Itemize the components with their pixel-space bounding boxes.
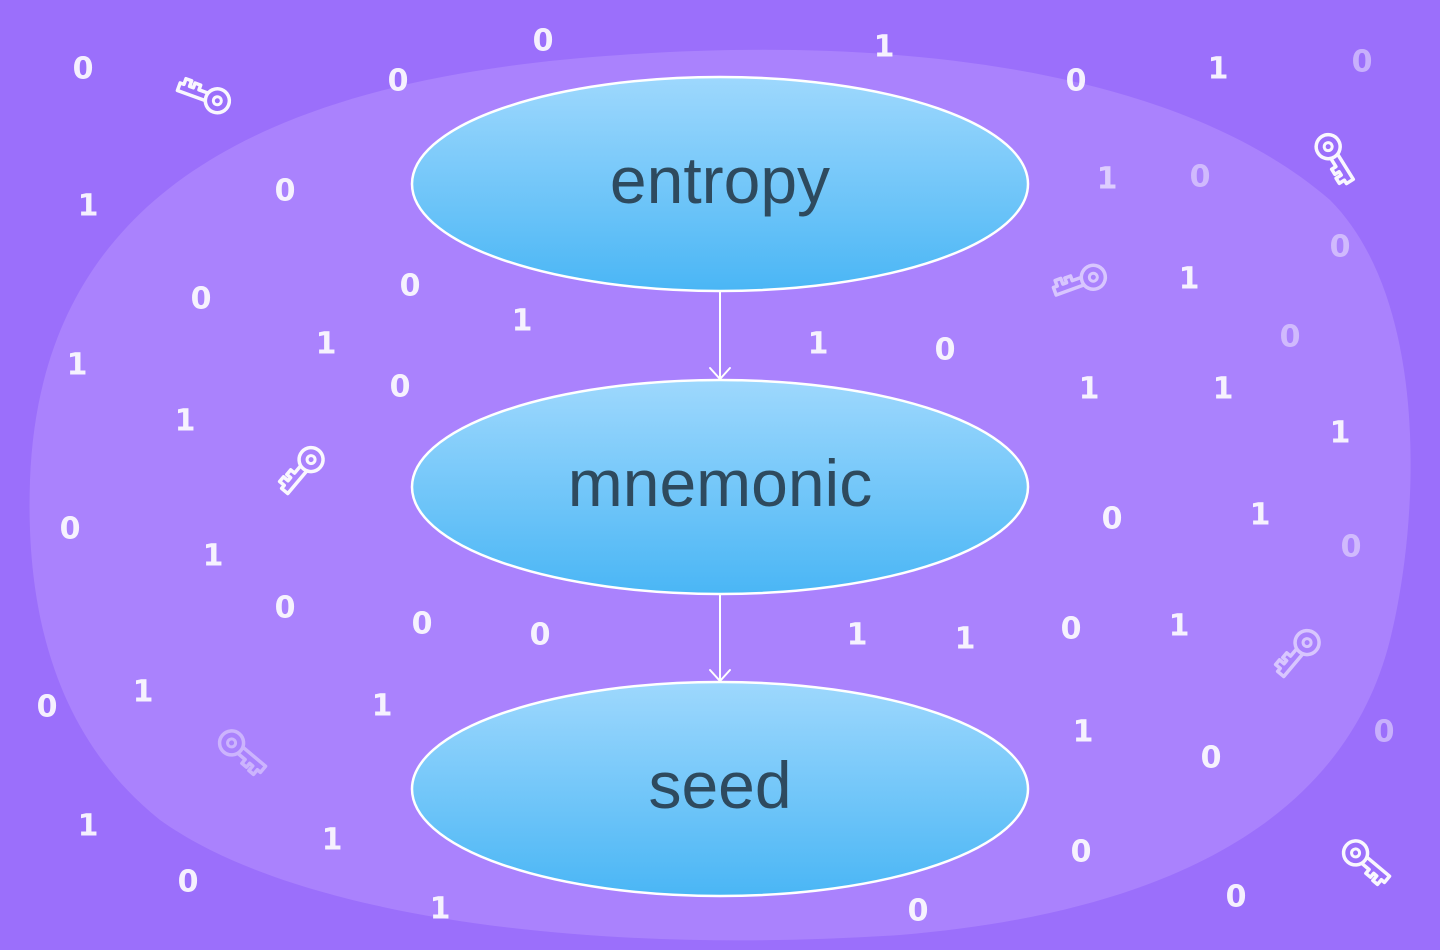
binary-digit: 0: [178, 865, 199, 900]
binary-digit: 0: [533, 24, 554, 59]
binary-digit: 0: [1190, 160, 1211, 195]
node-mnemonic: mnemonic: [410, 378, 1030, 596]
binary-digit: 1: [322, 823, 343, 858]
binary-digit: 0: [412, 607, 433, 642]
binary-digit: 1: [316, 327, 337, 362]
binary-digit: 0: [530, 618, 551, 653]
binary-digit: 0: [275, 174, 296, 209]
binary-digit: 0: [1341, 530, 1362, 565]
node-mnemonic-shape: [410, 378, 1030, 596]
binary-digit: 0: [1374, 715, 1395, 750]
binary-digit: 0: [60, 512, 81, 547]
binary-digit: 0: [37, 690, 58, 725]
binary-digit: 0: [390, 370, 411, 405]
binary-digit: 0: [1102, 502, 1123, 537]
binary-digits-layer: 0 0 0 1 0 1 0 1 0 1 0 0 0 0 1 0 1 1 1 1 0 1 0 0 1 1 1 0 1 1 0 0 0 0 0 0 1 0 0 1…: [37, 24, 1395, 929]
binary-digit: 1: [1179, 262, 1200, 297]
binary-digit: 1: [1250, 498, 1271, 533]
binary-digit: 1: [372, 689, 393, 724]
node-entropy-shape: [410, 75, 1030, 293]
binary-digit: 0: [935, 333, 956, 368]
binary-digit: 0: [1280, 320, 1301, 355]
binary-digit: 1: [1213, 372, 1234, 407]
node-seed-label: seed: [648, 748, 791, 822]
binary-digit: 1: [78, 189, 99, 224]
binary-digit: 1: [874, 30, 895, 65]
binary-digit: 1: [133, 675, 154, 710]
binary-digit: 0: [1352, 45, 1373, 80]
binary-digit: 1: [1208, 52, 1229, 87]
node-seed: seed: [410, 680, 1030, 898]
binary-digit: 0: [275, 591, 296, 626]
binary-digit: 0: [1226, 880, 1247, 915]
binary-digit: 0: [1071, 835, 1092, 870]
binary-digit: 1: [512, 304, 533, 339]
node-entropy: entropy: [410, 75, 1030, 293]
binary-digit: 0: [1066, 64, 1087, 99]
binary-digit: 1: [67, 348, 88, 383]
binary-digit: 1: [175, 404, 196, 439]
node-entropy-label: entropy: [610, 143, 830, 217]
node-mnemonic-label: mnemonic: [568, 446, 872, 520]
binary-digit: 0: [400, 269, 421, 304]
binary-digit: 1: [78, 809, 99, 844]
binary-digit: 1: [1073, 715, 1094, 750]
binary-digit: 0: [73, 52, 94, 87]
binary-digit: 0: [191, 282, 212, 317]
binary-digit: 0: [1330, 230, 1351, 265]
binary-digit: 1: [847, 618, 868, 653]
binary-digit: 1: [1169, 609, 1190, 644]
binary-digit: 1: [1330, 416, 1351, 451]
binary-digit: 0: [908, 894, 929, 929]
binary-digit: 1: [955, 622, 976, 657]
binary-digit: 0: [388, 64, 409, 99]
node-seed-shape: [410, 680, 1030, 898]
binary-digit: 1: [1097, 162, 1118, 197]
binary-digit: 1: [1079, 372, 1100, 407]
binary-digit: 1: [808, 327, 829, 362]
binary-digit: 1: [430, 892, 451, 927]
binary-digit: 1: [203, 539, 224, 574]
binary-digit: 0: [1061, 612, 1082, 647]
binary-digit: 0: [1201, 741, 1222, 776]
